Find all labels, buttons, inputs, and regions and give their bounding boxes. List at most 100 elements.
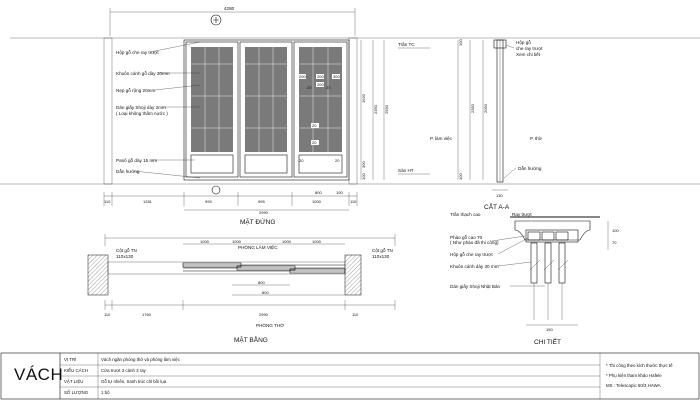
row-key-material: VẬT LIỆU (64, 379, 84, 384)
column-left (87, 254, 109, 296)
svg-text:110x130: 110x130 (372, 254, 390, 259)
svg-text:( Như phào đã thi công): ( Như phào đã thi công) (450, 240, 499, 245)
row-val-quantity: 1 bộ (101, 390, 110, 395)
svg-text:20: 20 (326, 85, 331, 90)
svg-text:100: 100 (458, 173, 463, 180)
svg-text:Dẫn hướng: Dẫn hướng (518, 165, 542, 171)
svg-text:Ray trượt: Ray trượt (512, 212, 532, 217)
note-shoji: Dán giấy Shoji dày 2mm (116, 105, 166, 110)
detail-view: Trần thạch cao Ray trượt Phào gỗ cao 70 … (450, 212, 619, 346)
svg-text:2990: 2990 (259, 312, 269, 317)
svg-text:995: 995 (205, 199, 212, 204)
svg-text:150: 150 (546, 327, 553, 332)
note-pano: Panô gỗ dày 15 mm (116, 157, 157, 163)
svg-text:110: 110 (352, 312, 359, 317)
svg-text:Hộp gỗ: Hộp gỗ (516, 39, 531, 45)
svg-text:70: 70 (612, 240, 617, 245)
svg-text:800: 800 (315, 190, 322, 195)
row-val-style: Cửa trượt 3 cánh 3 ray (101, 368, 146, 373)
svg-text:1000: 1000 (200, 239, 210, 244)
svg-text:20: 20 (299, 158, 304, 163)
svg-text:200: 200 (317, 82, 324, 87)
svg-text:20: 20 (312, 140, 317, 145)
section-marker-bottom-icon (211, 185, 221, 195)
svg-text:Dán giấy Shoji Nhật Bản: Dán giấy Shoji Nhật Bản (450, 284, 500, 289)
svg-text:800: 800 (262, 290, 269, 295)
svg-text:Trần TC: Trần TC (398, 42, 415, 47)
door-panel-2 (239, 41, 293, 178)
svg-text:110x130: 110x130 (116, 254, 134, 259)
sheet-title: VÁCH (14, 365, 64, 384)
door-panel-1 (185, 41, 239, 178)
note-frame: Khuôn cánh gỗ dày 30mm (116, 70, 170, 76)
row-key-location: VỊ TRÍ (64, 357, 77, 362)
svg-text:1920: 1920 (361, 93, 366, 103)
svg-text:2990: 2990 (259, 210, 269, 215)
svg-text:20: 20 (312, 123, 317, 128)
svg-text:200: 200 (317, 74, 324, 79)
svg-text:800: 800 (258, 280, 265, 285)
detail-title: CHI TIẾT (534, 336, 561, 346)
section-marker-icon (210, 14, 222, 26)
svg-text:2350: 2350 (373, 104, 378, 114)
row-val-material: Gỗ tự nhiên, tranh trúc chỉ bồi lụa (101, 379, 167, 384)
note-guide: Dẫn hướng (116, 168, 140, 174)
svg-text:P. làm việc: P. làm việc (430, 136, 453, 141)
door-leaf-2 (544, 242, 552, 284)
row-key-style: KIỂU CÁCH (64, 368, 88, 373)
svg-text:2350: 2350 (470, 103, 475, 113)
svg-text:1000: 1000 (312, 239, 322, 244)
row-key-quantity: SỐ LƯỢNG (64, 390, 89, 395)
note-1: * Thi công theo kích thước thực tế (606, 363, 673, 368)
svg-text:995: 995 (258, 199, 265, 204)
plan-title: MẶT BẰNG (234, 335, 268, 344)
svg-text:P. thờ: P. thờ (530, 136, 542, 141)
svg-text:Phào gỗ cao 70: Phào gỗ cao 70 (450, 234, 483, 240)
svg-text:300: 300 (361, 161, 366, 168)
svg-text:1000: 1000 (232, 239, 242, 244)
row-val-location: Vách ngăn phòng thờ và phòng làm việc (101, 357, 180, 362)
svg-text:1000: 1000 (312, 199, 322, 204)
svg-text:200: 200 (299, 74, 306, 79)
plan-view: 1000 1000 1000 1000 PHÒNG LÀM VIỆC Cột g… (87, 234, 396, 344)
note-track-box: Hộp gỗ che ray trượt (116, 49, 159, 55)
section-view: 2350 2050 100 100 Trần TC Sàn HT Hộp gỗ … (398, 39, 543, 211)
title-block (0, 352, 700, 400)
svg-text:100: 100 (458, 39, 463, 46)
section-title: CẮT A-A (484, 202, 510, 211)
svg-text:Cột gỗ TN: Cột gỗ TN (116, 247, 137, 253)
svg-text:Cột gỗ TN: Cột gỗ TN (372, 247, 393, 253)
svg-text:110: 110 (104, 312, 111, 317)
svg-text:2050: 2050 (483, 103, 488, 113)
svg-text:1760: 1760 (142, 312, 152, 317)
svg-text:100: 100 (336, 190, 343, 195)
svg-text:300: 300 (333, 74, 340, 79)
svg-text:Sàn HT: Sàn HT (398, 168, 414, 173)
plan-room-top: PHÒNG LÀM VIỆC (238, 243, 278, 250)
svg-text:110: 110 (104, 199, 111, 204)
plan-room-bottom: PHÒNG THỜ (256, 322, 284, 328)
note-slat: Nẹp gỗ rộng 20mm (116, 87, 155, 93)
svg-text:130: 130 (496, 193, 503, 198)
door-leaf-1 (530, 242, 538, 284)
svg-text:Khuôn cánh dày 30 mm: Khuôn cánh dày 30 mm (450, 264, 499, 269)
svg-text:2550: 2550 (384, 104, 389, 114)
svg-text:Trần thạch cao: Trần thạch cao (450, 212, 481, 217)
svg-text:Hộp gỗ che ray trượt: Hộp gỗ che ray trượt (450, 251, 493, 257)
elevation-view: 4280 (103, 6, 389, 226)
svg-text:1000: 1000 (282, 239, 292, 244)
elevation-title: MẶT ĐỨNG (240, 217, 275, 226)
door-panel-3 (293, 41, 348, 178)
svg-text:1281: 1281 (143, 199, 153, 204)
cornice (514, 220, 591, 241)
svg-text:110: 110 (350, 199, 357, 204)
svg-text:20: 20 (335, 158, 340, 163)
door-leaf-3 (558, 242, 566, 284)
note-2: * Phụ kiện tham khảo Hafele (606, 373, 662, 378)
column-right (344, 254, 362, 296)
note-3: MS : Telescopic 60/3 HAWA (606, 383, 661, 388)
svg-text:Xem chi tiết: Xem chi tiết (516, 52, 541, 57)
svg-text:20: 20 (307, 85, 312, 90)
